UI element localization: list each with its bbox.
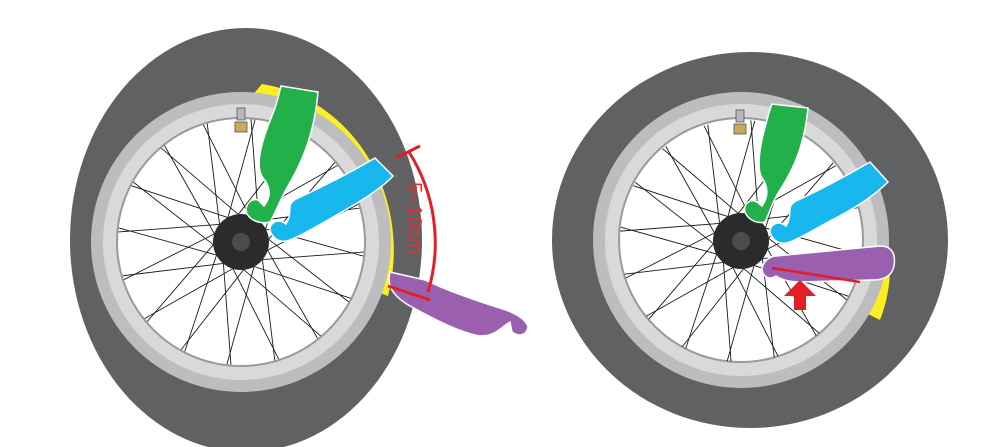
spoke (164, 145, 220, 243)
up-arrow-icon (784, 280, 816, 310)
spoke (236, 263, 321, 337)
valve-icon (733, 109, 747, 135)
spoke (131, 185, 237, 221)
spoke (161, 147, 246, 221)
spoke (634, 181, 721, 250)
spoke (722, 253, 732, 362)
spoke (261, 233, 349, 303)
spoke (144, 263, 242, 319)
spoke (245, 263, 351, 299)
spoke (726, 256, 757, 362)
spoke (184, 246, 220, 352)
measurement-label: 5~10cm (403, 182, 425, 254)
valve-icon (234, 107, 248, 133)
spoke (146, 237, 220, 322)
spoke (620, 222, 729, 232)
spoke (225, 119, 256, 227)
spoke (260, 250, 276, 361)
spoke (122, 261, 233, 277)
right-wheel-panel (552, 52, 948, 428)
left-green-tire-lever (245, 85, 319, 224)
right-blue-tire-lever (769, 161, 890, 244)
spoke (736, 262, 820, 334)
spoke (707, 124, 722, 233)
left-purple-tire-lever (388, 271, 529, 337)
spoke (633, 185, 737, 220)
spoke (648, 236, 720, 320)
spoke (624, 260, 733, 275)
spoke (725, 120, 756, 226)
spoke (620, 226, 726, 257)
measurement-annotation: 5~10cm (387, 144, 437, 302)
spoke (222, 254, 232, 365)
pry-point-line (771, 266, 861, 284)
spoke (202, 124, 254, 224)
left-blue-tire-lever (269, 157, 395, 242)
spoke (253, 251, 364, 261)
spoke (728, 259, 779, 357)
spoke (665, 145, 720, 242)
spoke (118, 227, 226, 258)
spoke (133, 181, 221, 251)
spoke (118, 223, 229, 233)
spoke (226, 257, 257, 365)
right-green-tire-lever (743, 103, 809, 224)
left-wheel-panel: 5~10cm (70, 28, 529, 447)
spoke (123, 229, 223, 281)
right-purple-tire-lever (761, 245, 896, 283)
spoke (262, 241, 318, 339)
spoke (645, 262, 742, 317)
spoke (681, 261, 750, 348)
spoke (180, 262, 250, 350)
spoke (685, 245, 720, 349)
spoke (206, 123, 222, 234)
spoke (228, 260, 280, 360)
spoke (625, 228, 723, 279)
spoke (662, 148, 746, 220)
